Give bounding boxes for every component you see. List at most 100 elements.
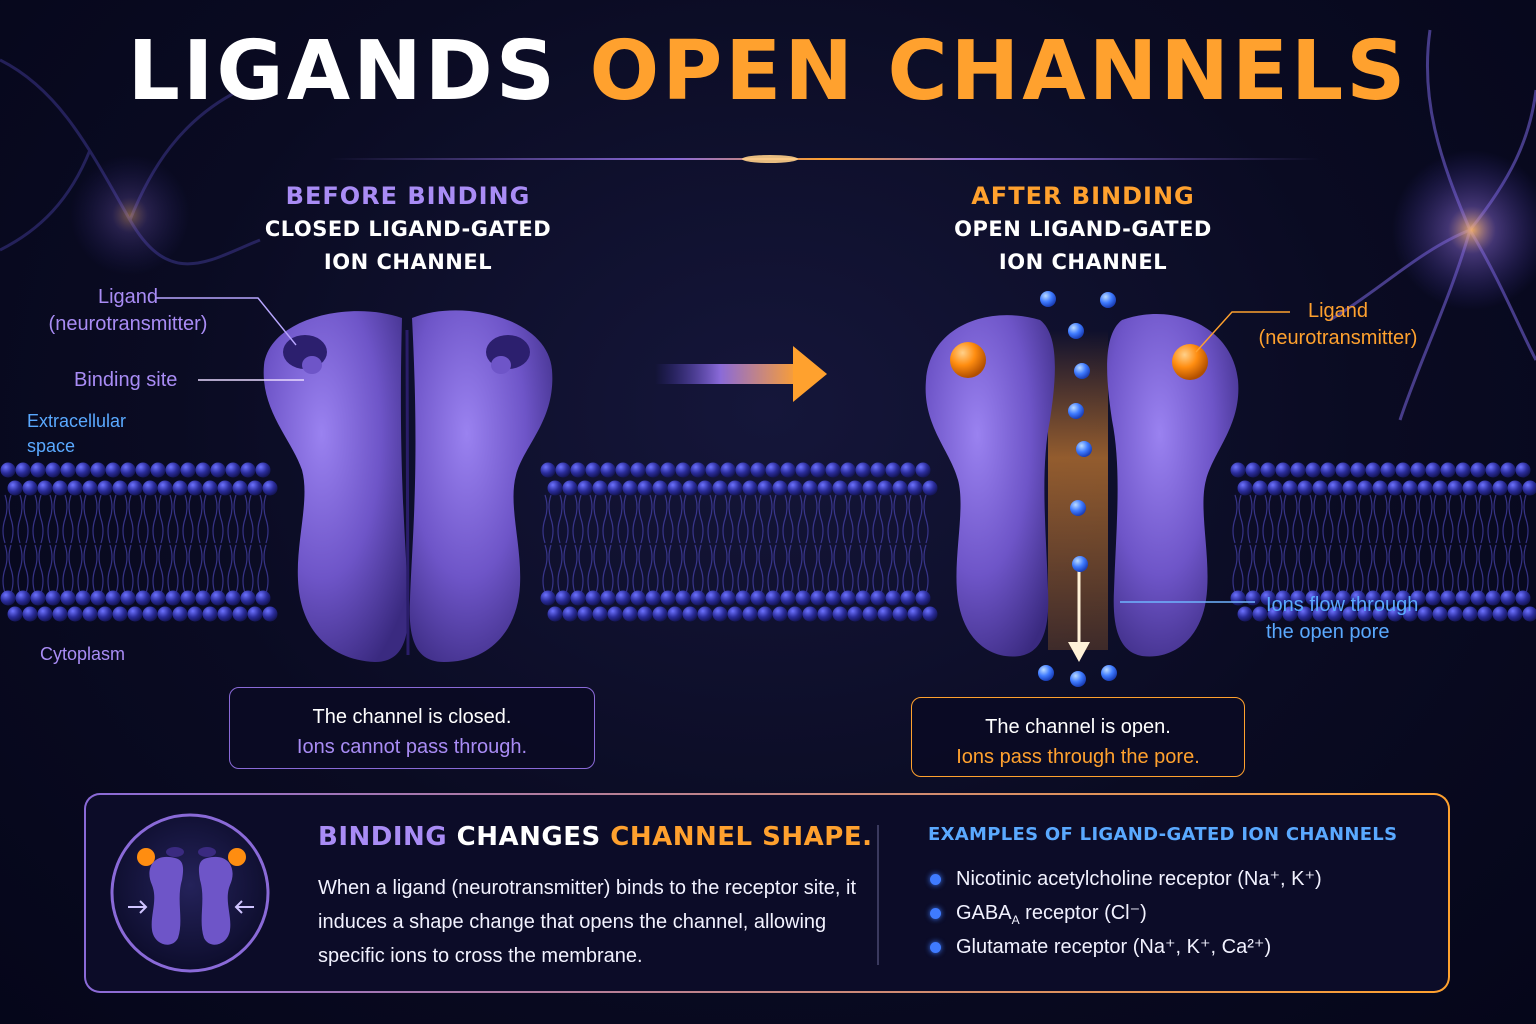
lipid-head	[30, 590, 46, 606]
lipid-head	[1485, 462, 1501, 478]
example-name: Nicotinic acetylcholine receptor	[956, 868, 1232, 890]
lipid-head	[1402, 606, 1418, 622]
lipid-head	[817, 606, 833, 622]
lipid-head	[682, 480, 698, 496]
lipid-head	[1425, 590, 1441, 606]
lipid-head	[240, 462, 256, 478]
lipid-tail	[167, 494, 179, 594]
closed-status-line1: The channel is closed.	[312, 706, 512, 728]
lipid-head	[1492, 480, 1508, 496]
lipid-head	[660, 462, 676, 478]
lipid-head	[112, 606, 128, 622]
before-heading-block: BEFORE BINDING CLOSED LIGAND-GATED ION C…	[230, 180, 586, 279]
title-part1: LIGANDS	[127, 24, 558, 119]
lipid-head	[810, 590, 826, 606]
lipid-head	[1440, 462, 1456, 478]
lipid-head	[15, 462, 31, 478]
leader-ligand-left	[156, 297, 297, 346]
lipid-head	[225, 590, 241, 606]
lipid-tail	[1322, 494, 1334, 594]
lipid-head	[120, 590, 136, 606]
lipid-tail	[857, 494, 869, 594]
closed-channel	[263, 310, 553, 662]
lipid-head	[30, 462, 46, 478]
lipid-head	[225, 462, 241, 478]
after-subheading-line2: ION CHANNEL	[998, 250, 1168, 274]
examples-list: Nicotinic acetylcholine receptor (Na⁺, K…	[930, 862, 1322, 964]
lipid-tail	[242, 494, 254, 594]
lipid-tail	[257, 494, 269, 594]
lipid-head	[112, 480, 128, 496]
lipid-head	[97, 480, 113, 496]
lipid-tail	[1232, 494, 1244, 594]
lipid-head	[150, 462, 166, 478]
lipid-tail	[32, 494, 44, 594]
lipid-head	[187, 606, 203, 622]
lipid-head	[1252, 480, 1268, 496]
binding-site-left-pocket	[302, 356, 322, 374]
closed-channel-right-subunit	[409, 310, 553, 662]
lipid-head	[877, 480, 893, 496]
lipid-tail	[617, 494, 629, 594]
lipid-head	[1477, 606, 1493, 622]
lipid-head	[7, 480, 23, 496]
ion	[1100, 292, 1116, 308]
lipid-head	[90, 462, 106, 478]
ion-flow-arrow-head	[1068, 642, 1090, 662]
lipid-head	[832, 606, 848, 622]
lipid-head	[1395, 590, 1411, 606]
lipid-tail	[2, 494, 14, 594]
lipid-tail	[1367, 494, 1379, 594]
lipid-tail	[197, 494, 209, 594]
lipid-head	[600, 462, 616, 478]
lipid-tail	[1502, 494, 1514, 594]
lipid-head	[562, 480, 578, 496]
lipid-head	[1470, 462, 1486, 478]
lipid-head	[195, 590, 211, 606]
lipid-head	[1290, 462, 1306, 478]
lipid-head	[240, 590, 256, 606]
lipid-head	[645, 462, 661, 478]
lipid-tail	[797, 494, 809, 594]
summary-title-part2: CHANGES	[456, 822, 601, 852]
transition-arrow	[655, 346, 827, 402]
lipid-head	[720, 590, 736, 606]
lipid-head	[847, 606, 863, 622]
lipid-bilayer	[0, 462, 1536, 622]
lipid-head	[540, 590, 556, 606]
lipid-tail	[17, 494, 29, 594]
lipid-head	[0, 590, 16, 606]
lipid-head	[7, 606, 23, 622]
lipid-head	[67, 480, 83, 496]
label-ion-flow-line1: Ions flow through	[1266, 594, 1419, 616]
lipid-head	[735, 590, 751, 606]
lipid-tail	[1517, 494, 1529, 594]
lipid-head	[712, 606, 728, 622]
lipid-head	[622, 480, 638, 496]
label-cytoplasm: Cytoplasm	[40, 644, 126, 664]
lipid-head	[1462, 606, 1478, 622]
binding-site-right-pocket	[491, 356, 511, 374]
lipid-head	[832, 480, 848, 496]
lipid-head	[1342, 606, 1358, 622]
lipid-head	[697, 606, 713, 622]
lipid-head	[795, 590, 811, 606]
lipid-tail	[887, 494, 899, 594]
lipid-tail	[812, 494, 824, 594]
lipid-head	[1395, 462, 1411, 478]
lipid-head	[1305, 590, 1321, 606]
leader-ligand-right	[1195, 311, 1290, 353]
lipid-head	[75, 462, 91, 478]
lipid-tail	[542, 494, 554, 594]
lipid-head	[1350, 590, 1366, 606]
lipid-head	[780, 462, 796, 478]
lipid-head	[262, 606, 278, 622]
before-subheading-line1: CLOSED LIGAND-GATED	[264, 217, 552, 241]
lipid-head	[795, 462, 811, 478]
lipid-head	[667, 480, 683, 496]
ion	[1068, 323, 1084, 339]
ligand-bound-right	[1172, 344, 1208, 380]
lipid-head	[1417, 606, 1433, 622]
lipid-head	[1380, 590, 1396, 606]
lipid-head	[232, 606, 248, 622]
